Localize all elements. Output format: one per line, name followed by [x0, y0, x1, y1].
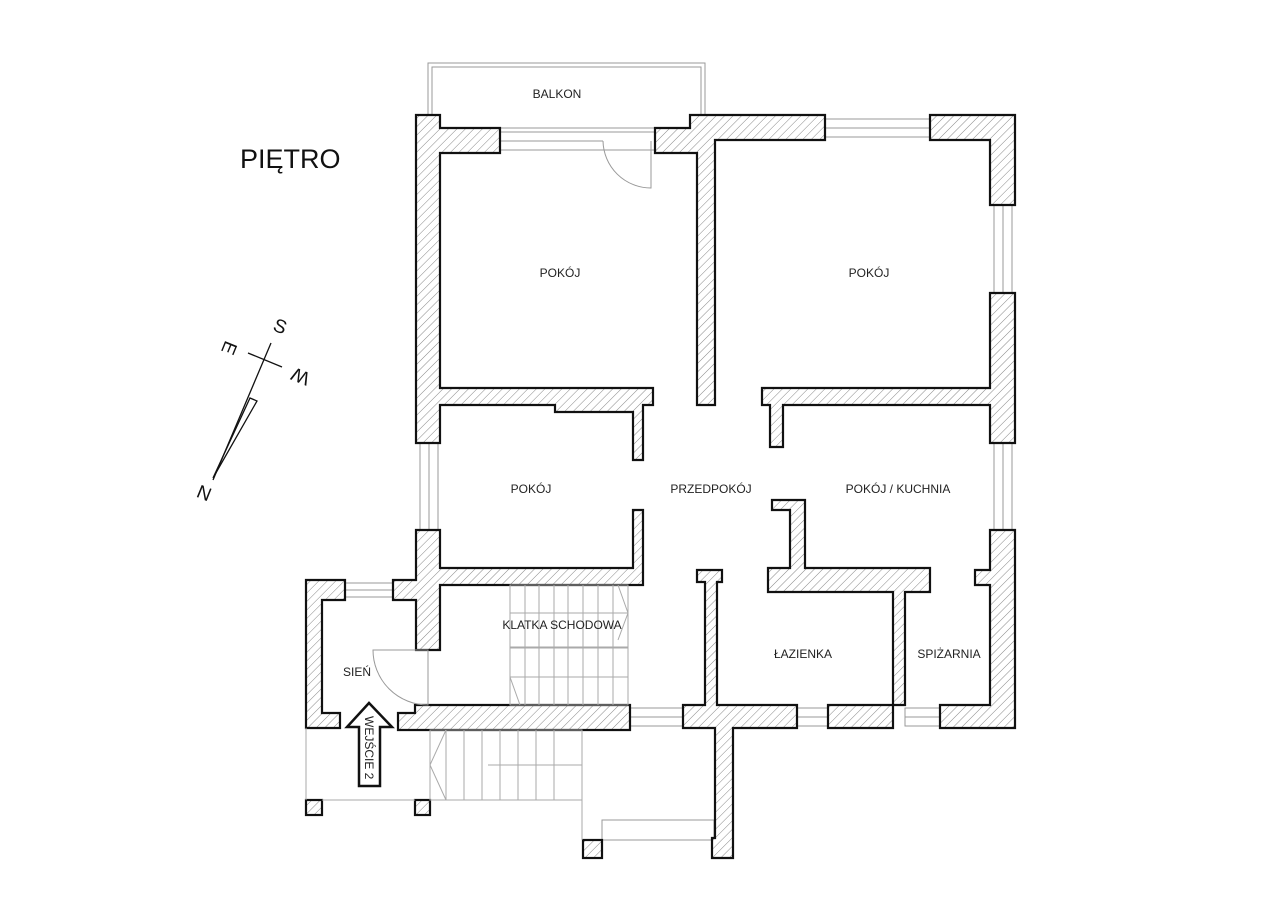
- label-room-top-right: POKÓJ: [849, 265, 890, 280]
- doors: [372, 140, 652, 706]
- balcony-outline: [427, 62, 706, 129]
- label-vestibule: SIEŃ: [343, 664, 371, 679]
- entrance-label: WEJŚCIE 2: [362, 716, 377, 780]
- walls: [304, 113, 1017, 860]
- label-bathroom: ŁAZIENKA: [774, 647, 832, 661]
- compass-w: W: [289, 362, 314, 388]
- plan-title: PIĘTRO: [240, 144, 341, 174]
- compass-n: N: [194, 480, 215, 505]
- label-room-top-left: POKÓJ: [540, 265, 581, 280]
- label-hallway: PRZEDPOKÓJ: [670, 481, 751, 496]
- label-kitchen: POKÓJ / KUCHNIA: [846, 481, 951, 496]
- entrance-arrow-icon: WEJŚCIE 2: [344, 701, 395, 788]
- label-room-mid-left: POKÓJ: [511, 481, 552, 496]
- compass-s: S: [270, 315, 290, 339]
- label-balcony: BALKON: [533, 87, 582, 101]
- label-staircase: KLATKA SCHODOWA: [502, 618, 621, 632]
- compass-e: E: [216, 338, 240, 358]
- compass-icon: S E W N: [194, 315, 313, 504]
- label-pantry: SPIŻARNIA: [917, 647, 980, 661]
- staircase-steps: [305, 584, 629, 840]
